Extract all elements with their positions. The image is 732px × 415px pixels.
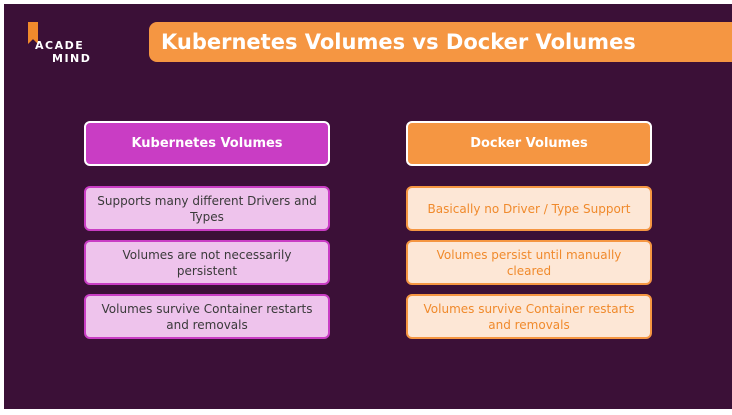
slide-title: Kubernetes Volumes vs Docker Volumes bbox=[161, 30, 636, 54]
academind-logo: ACADE MIND bbox=[28, 20, 108, 68]
bookmark-icon bbox=[28, 22, 38, 44]
docker-column: Docker Volumes Basically no Driver / Typ… bbox=[406, 121, 652, 348]
kubernetes-column: Kubernetes Volumes Supports many differe… bbox=[84, 121, 330, 348]
kubernetes-header: Kubernetes Volumes bbox=[84, 121, 330, 166]
logo-text-line1: ACADE bbox=[35, 39, 85, 52]
docker-item-survival: Volumes survive Container restarts and r… bbox=[406, 294, 652, 339]
docker-items: Basically no Driver / Type Support Volum… bbox=[406, 186, 652, 339]
kubernetes-items: Supports many different Drivers and Type… bbox=[84, 186, 330, 339]
kubernetes-item-drivers: Supports many different Drivers and Type… bbox=[84, 186, 330, 231]
docker-item-persistence: Volumes persist until manually cleared bbox=[406, 240, 652, 285]
kubernetes-item-persistence: Volumes are not necessarily persistent bbox=[84, 240, 330, 285]
slide: ACADE MIND Kubernetes Volumes vs Docker … bbox=[4, 4, 732, 409]
title-bar: Kubernetes Volumes vs Docker Volumes bbox=[149, 22, 732, 62]
kubernetes-item-survival: Volumes survive Container restarts and r… bbox=[84, 294, 330, 339]
docker-item-drivers: Basically no Driver / Type Support bbox=[406, 186, 652, 231]
logo-text-line2: MIND bbox=[52, 52, 92, 65]
docker-header: Docker Volumes bbox=[406, 121, 652, 166]
